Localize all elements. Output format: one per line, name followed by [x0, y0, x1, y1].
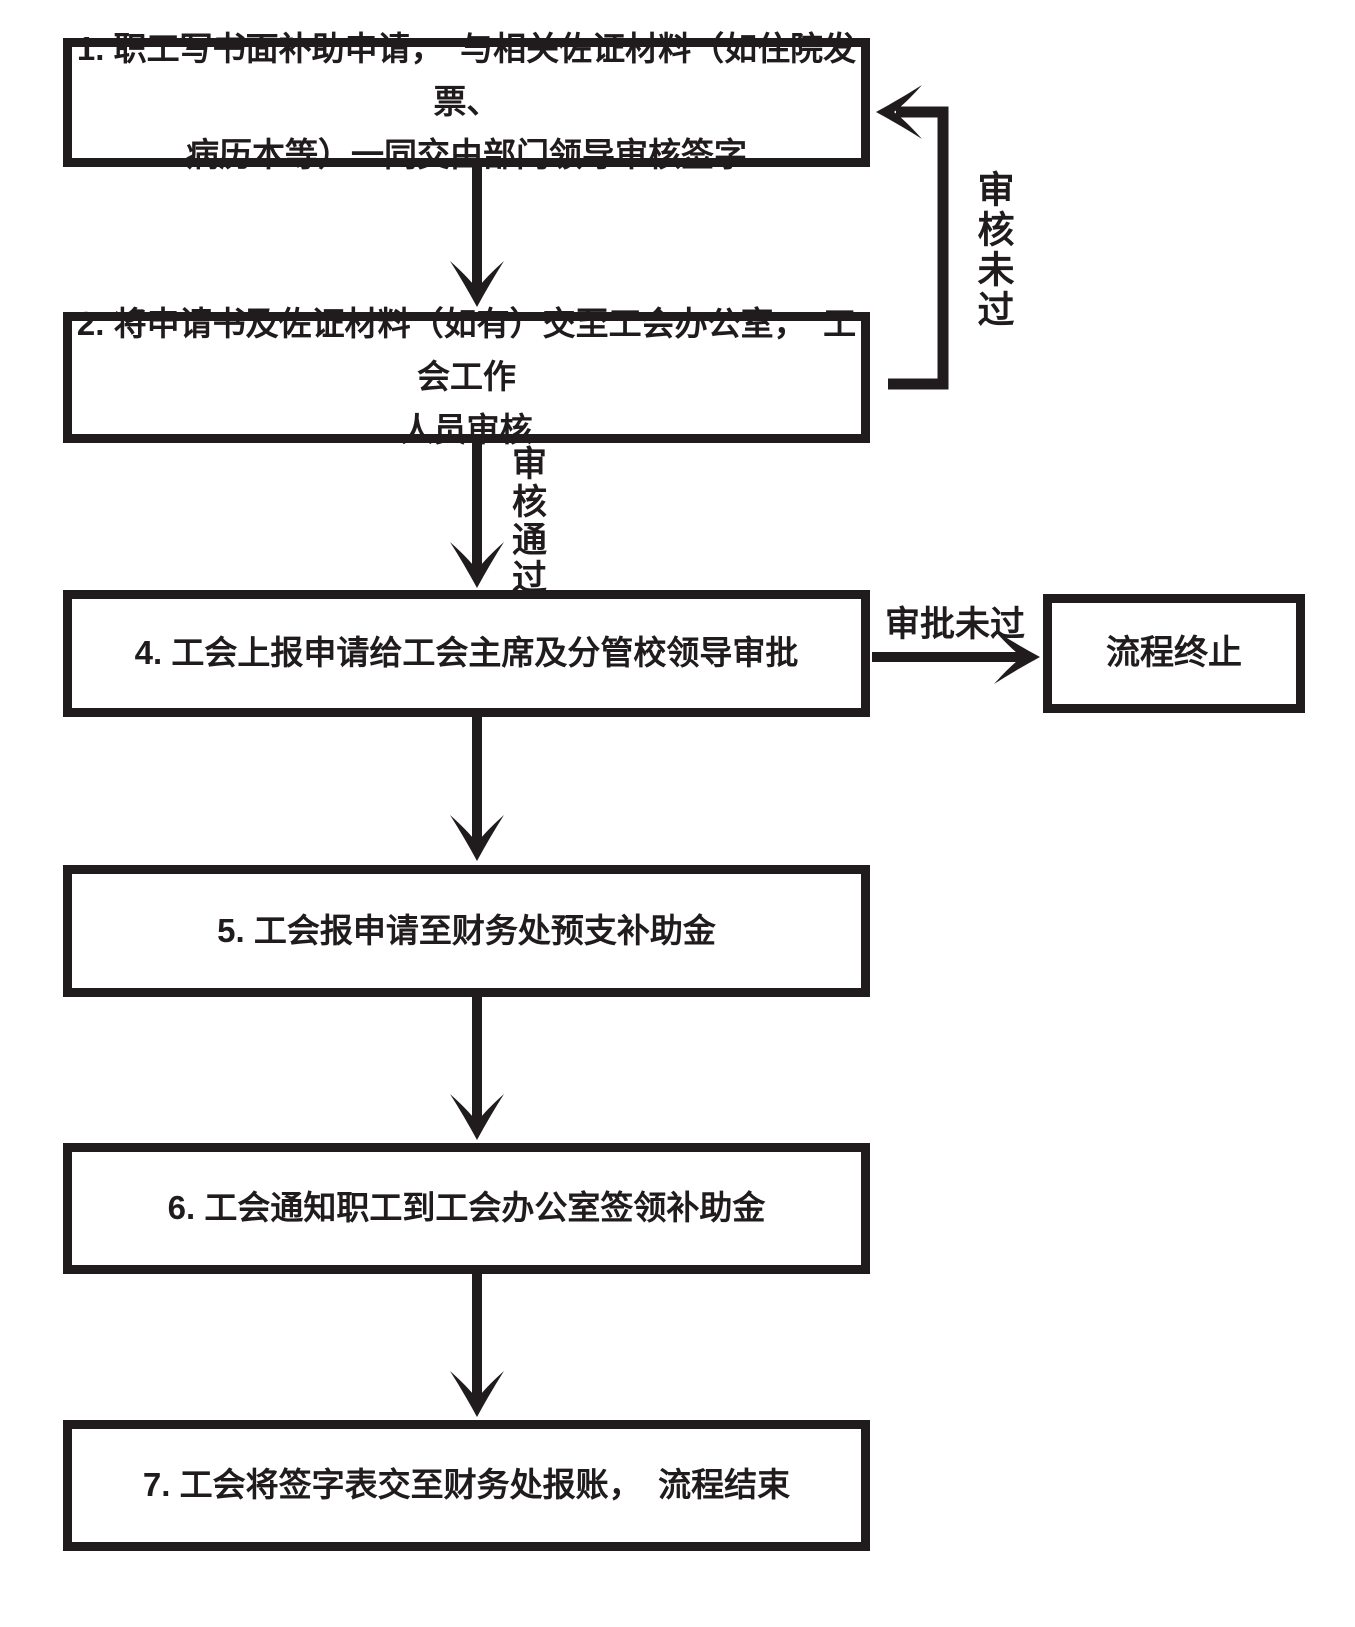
arrowhead-down-icon — [450, 1094, 504, 1140]
edge-label-review-failed: 审核未过 — [972, 170, 1013, 330]
arrowhead-down-icon — [450, 1371, 504, 1417]
arrowhead-down-icon — [450, 261, 504, 307]
arrowhead-down-icon — [450, 815, 504, 861]
arrowhead-left-icon — [876, 85, 922, 139]
flow-step-6-box: 6. 工会通知职工到工会办公室签领补助金 — [63, 1143, 870, 1274]
flow-step-2-box: 2. 将申请书及佐证材料（如有）交至工会办公室， 工会工作 人员审核 — [63, 305, 870, 448]
flow-step-1-box: 1. 职工写书面补助申请， 与相关佐证材料（如住院发票、 病历本等）一同交由部门… — [63, 30, 870, 173]
edge-label-approval-failed: 审批未过 — [884, 605, 1025, 644]
flow-step-5-box: 5. 工会报申请至财务处预支补助金 — [63, 865, 870, 997]
flow-step-4-box: 4. 工会上报申请给工会主席及分管校领导审批 — [63, 590, 870, 717]
edge-label-review-passed: 审核通过 — [507, 445, 546, 597]
flow-terminate-box: 流程终止 — [1043, 594, 1305, 713]
arrowhead-right-icon — [994, 630, 1040, 684]
arrowhead-down-icon — [450, 542, 504, 588]
connector-loop-step2-step1 — [888, 106, 949, 390]
flow-step-7-box: 7. 工会将签字表交至财务处报账， 流程结束 — [63, 1420, 870, 1551]
